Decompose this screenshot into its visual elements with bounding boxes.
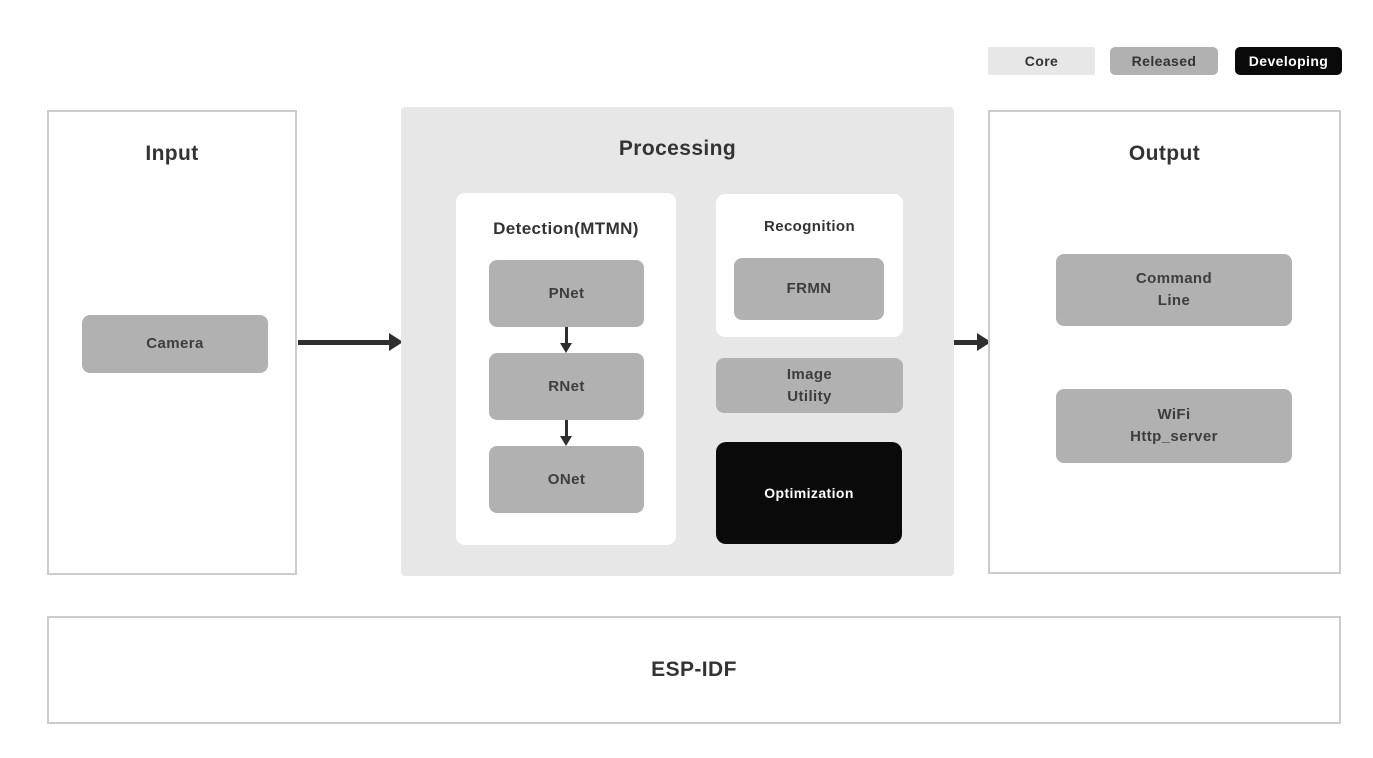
espidf-title: ESP-IDF	[651, 658, 737, 681]
arrow-stem	[954, 340, 978, 345]
processing-panel-title: Processing	[618, 137, 737, 160]
arrow-right-icon	[954, 333, 991, 351]
arrow-down-icon	[560, 420, 572, 446]
pnet-block: PNet	[489, 260, 644, 327]
arrow-right-icon	[298, 333, 403, 351]
image-utility-block: Image Utility	[716, 358, 903, 413]
rnet-label: RNet	[548, 377, 585, 395]
arrow-head	[560, 343, 572, 353]
camera-label: Camera	[146, 335, 204, 353]
arrow-head	[977, 333, 991, 351]
arrow-head	[560, 436, 572, 446]
image-utility-label-line2: Utility	[787, 387, 832, 405]
arrow-head	[389, 333, 403, 351]
input-panel-title: Input	[145, 142, 199, 165]
detection-title: Detection(MTMN)	[493, 219, 639, 238]
wifi-label-line2: Http_server	[1130, 428, 1218, 445]
optimization-block: Optimization	[716, 442, 902, 544]
optimization-label: Optimization	[764, 484, 854, 501]
processing-panel: Processing Detection(MTMN) PNet RNet ONe…	[401, 107, 954, 576]
arrow-stem	[564, 420, 568, 437]
arrow-stem	[564, 327, 568, 344]
frmn-label: FRMN	[786, 280, 832, 298]
command-line-label-line2: Line	[1157, 292, 1191, 309]
legend-released-badge: Released	[1110, 47, 1218, 75]
wifi-label-line1: WiFi	[1157, 406, 1191, 424]
arrow-down-icon	[560, 327, 572, 353]
pnet-label: PNet	[548, 284, 585, 302]
output-panel-title: Output	[1128, 142, 1201, 165]
command-line-label-line1: Command	[1135, 270, 1213, 288]
recognition-title: Recognition	[763, 218, 856, 235]
frmn-block: FRMN	[734, 258, 884, 320]
wifi-http-server-block: WiFi Http_server	[1056, 389, 1292, 463]
espidf-panel: ESP-IDF	[47, 616, 1341, 724]
arrow-stem	[298, 340, 390, 345]
camera-block: Camera	[82, 315, 268, 373]
onet-label: ONet	[547, 470, 586, 488]
image-utility-label-line1: Image	[786, 365, 833, 383]
legend-developing-badge: Developing	[1235, 47, 1342, 75]
command-line-block: Command Line	[1056, 254, 1292, 326]
input-panel: Input Camera	[47, 110, 297, 575]
output-panel: Output Command Line WiFi Http_server	[988, 110, 1341, 574]
recognition-card: Recognition FRMN	[716, 194, 903, 337]
rnet-block: RNet	[489, 353, 644, 420]
legend-core-badge: Core	[988, 47, 1095, 75]
onet-block: ONet	[489, 446, 644, 513]
detection-card: Detection(MTMN) PNet RNet ONet	[456, 193, 676, 545]
